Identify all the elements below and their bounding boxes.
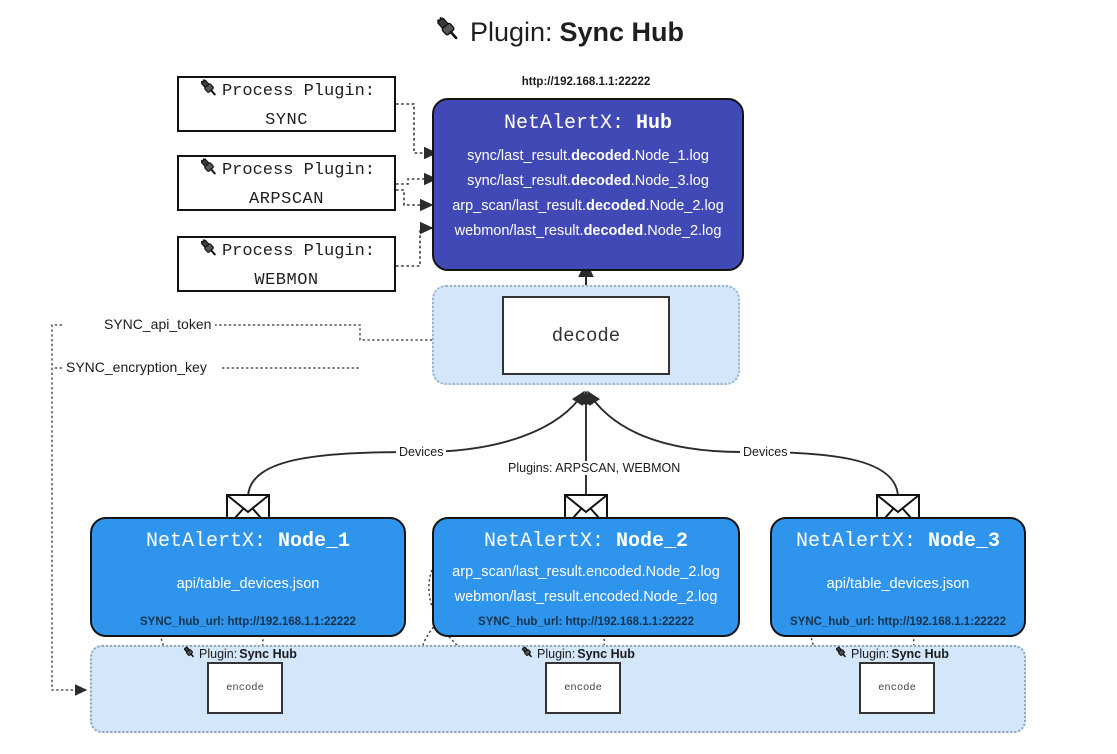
process-plugin-label: Process Plugin:: [221, 82, 376, 102]
node-title: NetAlertX: Node_3: [795, 530, 1001, 553]
process-plugin-webmon-box[interactable]: Process Plugin: WEBMON: [177, 236, 396, 292]
hub-log-line: arp_scan/last_result.decoded.Node_2.log: [452, 197, 724, 214]
process-plugin-name: ARPSCAN: [249, 189, 324, 209]
hub-log-line: sync/last_result.decoded.Node_1.log: [467, 148, 709, 164]
process-plugin-arpscan-box[interactable]: Process Plugin: ARPSCAN: [177, 155, 396, 211]
process-plugin-name: SYNC: [265, 110, 308, 130]
node-3-box[interactable]: NetAlertX: Node_3 api/table_devices.json…: [770, 517, 1026, 637]
plug-icon: [433, 14, 463, 51]
process-plugin-label: Process Plugin:: [221, 161, 376, 181]
node-title: NetAlertX: Node_2: [483, 530, 689, 553]
plugins-label-center: Plugins: ARPSCAN, WEBMON: [505, 461, 684, 475]
encoder-label-1: Plugin: Sync Hub: [182, 645, 297, 663]
plug-icon: [198, 77, 220, 109]
page-title: Plugin: Sync Hub: [0, 14, 1117, 51]
process-plugin-sync-box[interactable]: Process Plugin: SYNC: [177, 76, 396, 132]
hub-log-line: sync/last_result.decoded.Node_3.log: [467, 172, 709, 189]
sync-api-token-label: SYNC_api_token: [100, 316, 216, 332]
plug-icon: [182, 645, 197, 663]
hub-log-line: webmon/last_result.decoded.Node_2.log: [454, 222, 722, 239]
process-plugin-label: Process Plugin:: [221, 242, 376, 262]
hub-node[interactable]: NetAlertX: Hub sync/last_result.decoded.…: [432, 98, 744, 271]
node-line: webmon/last_result.encoded.Node_2.log: [454, 588, 718, 605]
devices-label-left: Devices: [396, 445, 447, 459]
node-footer: SYNC_hub_url: http://192.168.1.1:22222: [477, 616, 695, 628]
decode-box[interactable]: decode: [502, 296, 670, 375]
encode-box-3[interactable]: encode: [859, 662, 935, 714]
process-plugin-name: WEBMON: [254, 270, 319, 290]
encoder-label-3: Plugin: Sync Hub: [834, 645, 949, 663]
node-title: NetAlertX: Node_1: [145, 530, 351, 553]
devices-label-right: Devices: [740, 445, 791, 459]
node-line: api/table_devices.json: [826, 576, 970, 593]
node-line: api/table_devices.json: [176, 576, 320, 593]
hub-title-prefix: NetAlertX:: [503, 112, 624, 135]
hub-title-name: Hub: [636, 112, 673, 135]
node-footer: SYNC_hub_url: http://192.168.1.1:22222: [139, 616, 357, 628]
node-footer: SYNC_hub_url: http://192.168.1.1:22222: [789, 616, 1007, 628]
encode-box-1[interactable]: encode: [207, 662, 283, 714]
hub-url-label: http://192.168.1.1:22222: [521, 76, 651, 88]
title-name: Sync Hub: [559, 17, 685, 47]
plug-icon: [198, 156, 220, 188]
node-1-box[interactable]: NetAlertX: Node_1 api/table_devices.json…: [90, 517, 406, 637]
plug-icon: [198, 237, 220, 269]
sync-encryption-key-label: SYNC_encryption_key: [62, 359, 211, 375]
node-line: arp_scan/last_result.encoded.Node_2.log: [452, 564, 720, 581]
title-prefix: Plugin:: [469, 17, 553, 47]
node-2-box[interactable]: NetAlertX: Node_2 arp_scan/last_result.e…: [432, 517, 740, 637]
hub-title: NetAlertX: Hub: [504, 112, 672, 135]
encode-box-2[interactable]: encode: [545, 662, 621, 714]
plug-icon: [834, 645, 849, 663]
encoder-label-2: Plugin: Sync Hub: [520, 645, 635, 663]
plug-icon: [520, 645, 535, 663]
